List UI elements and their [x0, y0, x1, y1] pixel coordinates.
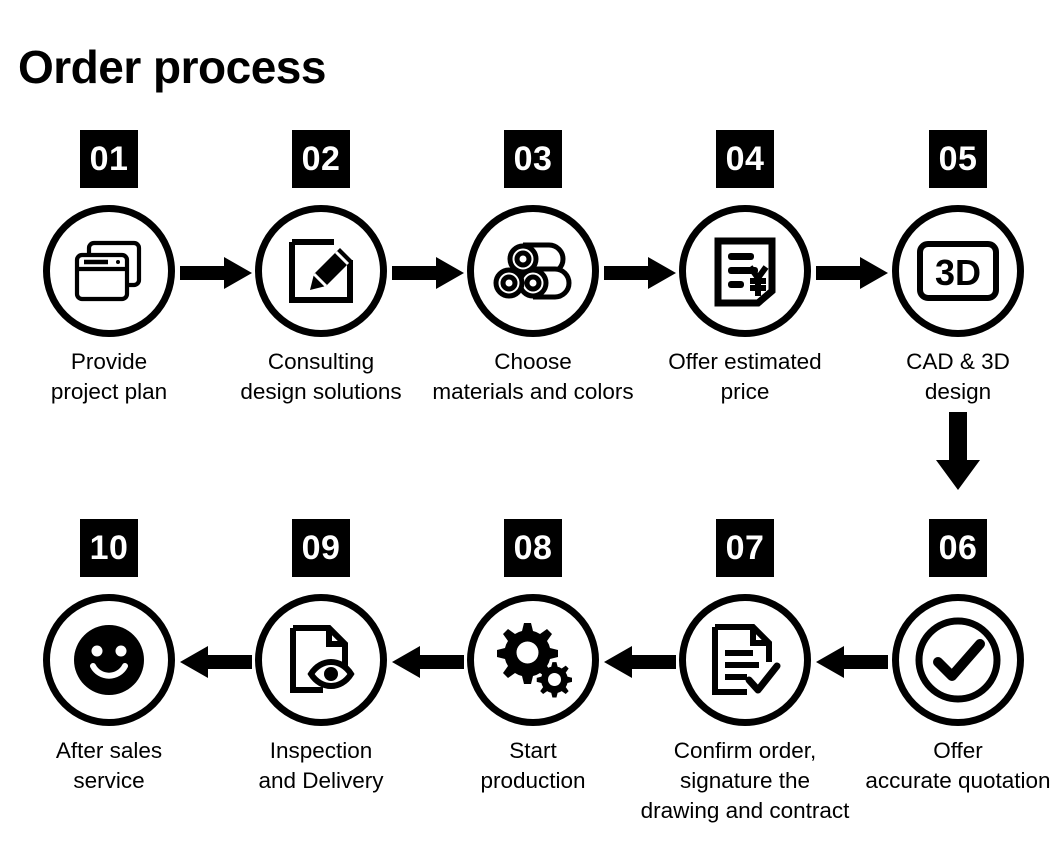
arrow-right-icon-3 — [604, 255, 676, 291]
step-icon-circle — [679, 205, 811, 337]
process-step-01[interactable]: 01 Provide project plan — [3, 130, 215, 460]
process-step-02[interactable]: 02 Consulting design solutions — [215, 130, 427, 460]
step-label: Confirm order, signature the drawing and… — [640, 738, 850, 823]
step-label: Provide project plan — [50, 349, 168, 404]
process-step-06[interactable]: 06 Offer accurate quotation — [852, 519, 1059, 849]
step-icon-circle — [255, 594, 387, 726]
step-number-badge: 04 — [716, 130, 774, 188]
step-label: CAD & 3D design — [906, 349, 1010, 404]
process-step-03[interactable]: 03 Choose materials and colors — [427, 130, 639, 460]
step-label: Start production — [480, 738, 586, 793]
step-icon-circle — [467, 205, 599, 337]
page-title: Order process — [18, 41, 326, 93]
step-number-badge: 01 — [80, 130, 138, 188]
process-step-04[interactable]: 04 Offer estimated price — [639, 130, 851, 460]
arrow-left-icon-4 — [816, 644, 888, 680]
step-number-badge: 08 — [504, 519, 562, 577]
step-icon-circle — [255, 205, 387, 337]
step-icon-circle — [43, 205, 175, 337]
process-row-top: 01 Provide project plan 02 — [0, 130, 1059, 460]
step-number-badge: 05 — [929, 130, 987, 188]
arrow-right-icon-1 — [180, 255, 252, 291]
process-step-10[interactable]: 10 After sales service — [3, 519, 215, 849]
arrow-left-icon-3 — [604, 644, 676, 680]
arrow-right-icon-4 — [816, 255, 888, 291]
step-icon-circle — [679, 594, 811, 726]
arrow-left-icon-1 — [180, 644, 252, 680]
step-label: After sales service — [55, 738, 163, 793]
step-number-badge: 07 — [716, 519, 774, 577]
step-number-badge: 03 — [504, 130, 562, 188]
step-icon-circle — [892, 594, 1024, 726]
process-step-07[interactable]: 07 Confirm order, signature the drawing … — [639, 519, 851, 849]
step-label: Inspection and Delivery — [258, 738, 384, 793]
process-step-09[interactable]: 09 Inspection and Delivery — [215, 519, 427, 849]
step-label: Consulting design solutions — [240, 349, 402, 404]
step-icon-circle — [43, 594, 175, 726]
step-label: Choose materials and colors — [432, 349, 634, 404]
process-step-08[interactable]: 08 Start production — [427, 519, 639, 849]
process-row-bottom: 10 After sales service 09 — [0, 519, 1059, 849]
step-label: Offer accurate quotation — [865, 738, 1051, 793]
process-step-05[interactable]: 05 3D CAD & 3D design — [852, 130, 1059, 460]
step-number-badge: 10 — [80, 519, 138, 577]
step-number-badge: 06 — [929, 519, 987, 577]
svg-text:3D: 3D — [935, 252, 981, 293]
step-icon-circle: 3D — [892, 205, 1024, 337]
step-number-badge: 02 — [292, 130, 350, 188]
arrow-left-icon-2 — [392, 644, 464, 680]
step-number-badge: 09 — [292, 519, 350, 577]
arrow-down-icon — [934, 412, 982, 490]
step-label: Offer estimated price — [668, 349, 822, 404]
arrow-right-icon-2 — [392, 255, 464, 291]
step-icon-circle — [467, 594, 599, 726]
